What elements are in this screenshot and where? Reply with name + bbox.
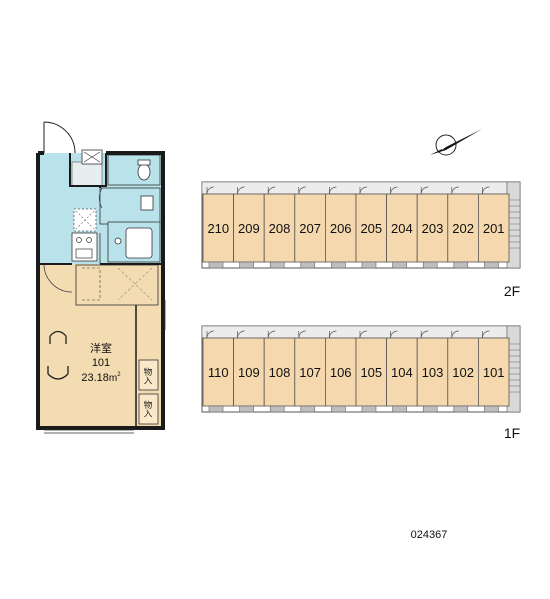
unit-number-label: 109 — [238, 365, 260, 380]
unit-number-label: 206 — [330, 221, 352, 236]
toilet-icon — [137, 163, 151, 181]
unit-number-label: 207 — [299, 221, 321, 236]
unit-number-label: 208 — [269, 221, 291, 236]
unit-207: 207 — [294, 186, 326, 269]
unit-number-label: 202 — [452, 221, 474, 236]
storage-label-1: 物入 — [143, 367, 153, 385]
storage-label-2: 物入 — [143, 400, 153, 418]
unit-number-label: 108 — [269, 365, 291, 380]
property-code: 024367 — [411, 529, 448, 541]
unit-number-label: 105 — [360, 365, 382, 380]
unit-number-label: 205 — [360, 221, 382, 236]
entrance-door — [43, 121, 76, 154]
unit-209: 209 — [233, 186, 265, 269]
upper-closet — [75, 264, 159, 306]
closet-1 — [138, 359, 159, 391]
washbasin-icon — [140, 195, 154, 211]
unit-106: 106 — [324, 330, 357, 413]
unit-103: 103 — [416, 330, 449, 413]
building-1f: 110 109 108 107 106 105 104 103 102 101 — [201, 325, 521, 413]
unit-102: 102 — [447, 330, 479, 413]
walkway-2f — [201, 181, 508, 195]
building-2f: 210 209 208 207 206 205 204 203 202 201 — [201, 181, 521, 269]
unit-110: 110 — [202, 330, 235, 413]
unit-number-label: 107 — [299, 365, 321, 380]
unit-203: 203 — [416, 186, 449, 269]
genkan — [71, 161, 103, 187]
unit-number-label: 201 — [483, 221, 505, 236]
unit-206: 206 — [324, 186, 357, 269]
unit-number-label: 102 — [452, 365, 474, 380]
room-type-label: 洋室 — [90, 341, 112, 355]
unit-109: 109 — [233, 330, 265, 413]
room-area-label: 23.18m2 — [81, 372, 121, 384]
stove-icon — [76, 237, 82, 243]
unit-201: 201 — [477, 186, 510, 269]
window — [44, 429, 134, 434]
walkway-1f — [201, 325, 508, 339]
unit-108: 108 — [263, 330, 296, 413]
north-arrow-icon — [430, 129, 482, 156]
walls — [36, 151, 165, 430]
unit-number-label: 210 — [207, 221, 229, 236]
toilet-room — [107, 154, 161, 186]
unit-number-label: 209 — [238, 221, 260, 236]
closet-2 — [138, 393, 159, 425]
unit-number-label: 110 — [208, 365, 229, 380]
unit-number-label: 101 — [483, 365, 505, 380]
unit-107: 107 — [294, 330, 326, 413]
unit-208: 208 — [263, 186, 296, 269]
units-row-1f: 110 109 108 107 106 105 104 103 102 101 — [202, 330, 510, 413]
unit-number-label: 203 — [422, 221, 444, 236]
unit-101: 101 — [477, 330, 510, 413]
unit-number-label: 204 — [391, 221, 413, 236]
floor-label-2f: 2F — [504, 283, 520, 299]
unit-204: 204 — [386, 186, 418, 269]
unit-205: 205 — [355, 186, 388, 269]
floor-label-1f: 1F — [504, 425, 520, 441]
unit-number-label: 104 — [391, 365, 413, 380]
unit-number-label: 103 — [422, 365, 444, 380]
unit-104: 104 — [386, 330, 418, 413]
units-row-2f: 210 209 208 207 206 205 204 203 202 201 — [202, 186, 510, 269]
unit-202: 202 — [447, 186, 479, 269]
room-number-label: 101 — [92, 357, 110, 369]
bathtub-icon — [125, 227, 153, 259]
unit-floor-plan — [36, 121, 166, 434]
chair-icon — [47, 330, 69, 380]
unit-210: 210 — [202, 186, 235, 269]
sink-icon — [75, 248, 93, 259]
unit-number-label: 106 — [330, 365, 352, 380]
unit-105: 105 — [355, 330, 388, 413]
